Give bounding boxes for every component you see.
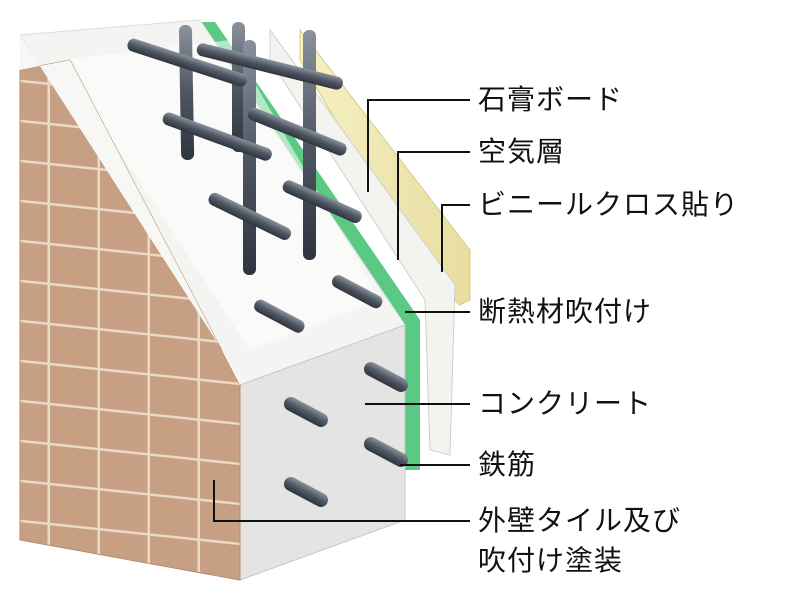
leader-vinyl-cloth bbox=[441, 204, 470, 272]
label-gypsum-board: 石膏ボード bbox=[478, 83, 624, 116]
label-exterior-line1: 外壁タイル及び bbox=[478, 504, 682, 537]
label-insulation: 断熱材吹付け bbox=[478, 295, 653, 328]
label-air-layer: 空気層 bbox=[478, 135, 566, 168]
label-vinyl-cloth: ビニールクロス貼り bbox=[478, 188, 740, 221]
leader-lines bbox=[213, 99, 470, 522]
label-exterior-line2: 吹付け塗装 bbox=[478, 544, 624, 577]
label-concrete: コンクリート bbox=[478, 387, 653, 420]
leader-exterior bbox=[213, 480, 470, 522]
vinyl-cloth-layer bbox=[299, 28, 471, 306]
leader-gypsum-board bbox=[367, 99, 470, 192]
label-rebar: 鉄筋 bbox=[478, 448, 537, 481]
leader-air-layer bbox=[397, 151, 470, 260]
rebar-group bbox=[127, 22, 409, 507]
